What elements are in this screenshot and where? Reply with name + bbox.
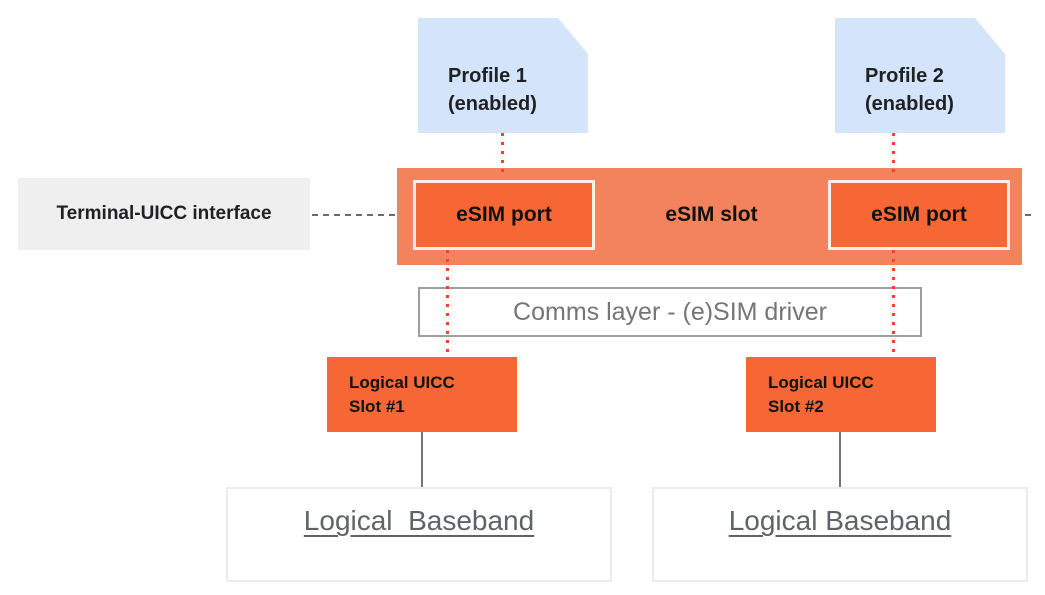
dotted-connector-profile1-to-port1 [501, 133, 504, 178]
logical-uicc-slot-1-line1: Logical UICC [349, 373, 455, 392]
dotted-connector-port2-to-uicc2 [892, 250, 895, 357]
profile-1-status: (enabled) [448, 93, 537, 115]
logical-baseband-2-box: Logical Baseband [652, 487, 1028, 582]
logical-baseband-2-label: Logical Baseband [728, 505, 952, 536]
profile-2-status: (enabled) [865, 93, 954, 115]
connector-uicc2-to-baseband2 [839, 432, 841, 490]
comms-layer-label: Comms layer - (e)SIM driver [513, 297, 827, 326]
esim-slot-label-wrap: eSIM slot [595, 180, 828, 250]
connector-uicc1-to-baseband1 [421, 432, 423, 487]
terminal-uicc-interface-box: Terminal-UICC interface [18, 178, 310, 250]
profile-1-card: Profile 1 (enabled) [418, 18, 588, 133]
terminal-interface-dashed-line-left [312, 214, 398, 216]
esim-port-1: eSIM port [413, 180, 595, 250]
profile-2-title: Profile 2 [865, 65, 944, 87]
logical-baseband-1-label: Logical Baseband [303, 505, 535, 536]
dotted-connector-profile2-to-port2 [892, 133, 895, 178]
logical-uicc-slot-2-line2: Slot #2 [768, 397, 824, 416]
profile-2-card: Profile 2 (enabled) [835, 18, 1005, 133]
terminal-uicc-interface-label: Terminal-UICC interface [56, 203, 272, 224]
logical-uicc-slot-1-line2: Slot #1 [349, 397, 405, 416]
dotted-connector-port1-to-uicc1 [446, 250, 449, 357]
esim-slot-label: eSIM slot [665, 203, 758, 226]
esim-port-1-label: eSIM port [456, 203, 552, 226]
logical-uicc-slot-1: Logical UICC Slot #1 [327, 357, 517, 432]
profile-1-title: Profile 1 [448, 65, 527, 87]
logical-baseband-1-box: Logical Baseband [226, 487, 612, 582]
logical-uicc-slot-2-line1: Logical UICC [768, 373, 874, 392]
terminal-interface-dashed-line-right [1025, 214, 1034, 216]
comms-layer-box: Comms layer - (e)SIM driver [418, 287, 922, 337]
esim-port-2-label: eSIM port [871, 203, 967, 226]
logical-uicc-slot-2: Logical UICC Slot #2 [746, 357, 936, 432]
esim-port-2: eSIM port [828, 180, 1010, 250]
